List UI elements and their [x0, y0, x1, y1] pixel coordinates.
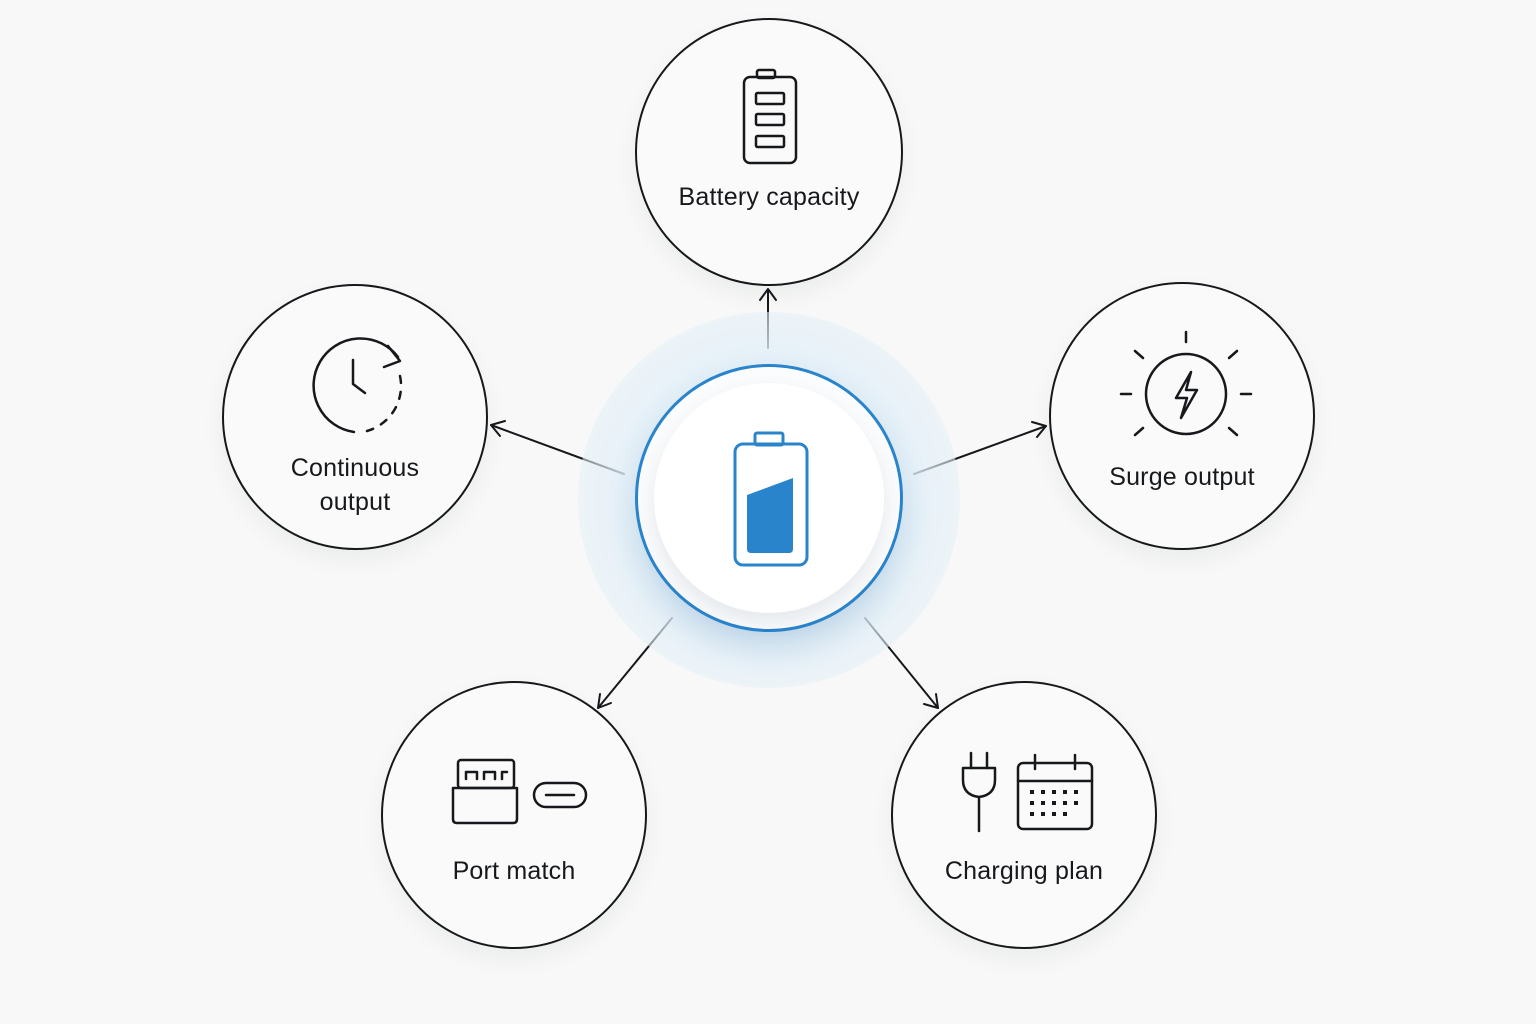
arrowhead-surge-output [1031, 421, 1047, 438]
battery-half-icon [733, 431, 809, 567]
arrowhead-charging-plan [923, 693, 939, 709]
arrowhead-continuous-output [490, 420, 506, 437]
arrowhead-battery-capacity [759, 288, 777, 301]
node-surge-output: Surge output [1049, 282, 1315, 550]
arrowhead-port-match [597, 693, 612, 709]
node-label-line1: Continuous [290, 454, 420, 482]
plug-calendar-icon [961, 751, 1094, 833]
node-battery-capacity: Battery capacity [635, 18, 903, 286]
node-charging-plan: Charging plan [891, 681, 1157, 949]
lightning-burst-icon [1119, 330, 1253, 437]
node-label: Charging plan [944, 857, 1104, 885]
node-continuous-output: Continuous output [222, 284, 488, 550]
battery-levels-icon [742, 68, 798, 165]
node-label-line2: output [319, 488, 391, 516]
usb-ports-icon [451, 758, 588, 825]
node-label: Battery capacity [678, 183, 860, 211]
clock-refresh-icon [312, 337, 403, 434]
hub-inner [654, 383, 884, 613]
hub-node [635, 364, 903, 632]
node-label: Port match [452, 857, 576, 885]
node-label: Surge output [1109, 463, 1255, 491]
node-port-match: Port match [381, 681, 647, 949]
